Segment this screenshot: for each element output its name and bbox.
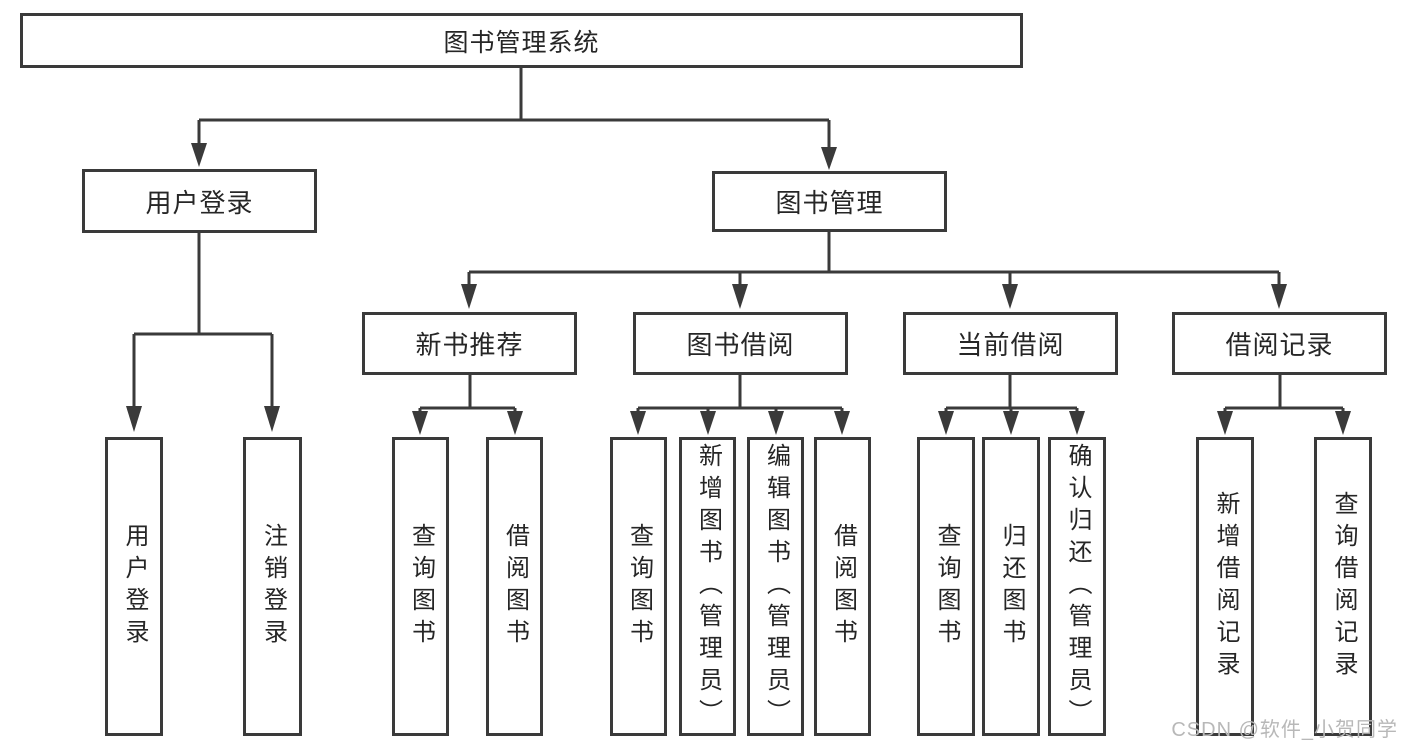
csdn-watermark: CSDN @软件_小贺同学: [1171, 719, 1398, 741]
arrowhead: [126, 406, 142, 432]
node-current-borrowing: 当前借阅: [903, 312, 1118, 375]
connector-user-login-to-children: [126, 233, 280, 432]
arrowhead: [191, 143, 207, 167]
arrowhead: [700, 411, 716, 435]
arrowhead: [412, 411, 428, 435]
node-label: 图书管理: [775, 188, 884, 218]
arrowhead: [834, 411, 850, 435]
leaf-borrow-books-borrowing: 借阅图书: [814, 437, 871, 736]
node-user-login: 用户登录: [82, 169, 317, 233]
arrowhead: [821, 147, 837, 170]
node-label: 查询图书: [407, 522, 435, 651]
node-label: 借阅图书: [829, 522, 857, 651]
arrowhead: [1003, 411, 1019, 435]
leaf-query-borrow-record: 查询借阅记录: [1314, 437, 1372, 736]
leaf-edit-books-admin: 编辑图书（管理员）: [747, 437, 804, 736]
node-label: 借阅图书: [501, 522, 529, 651]
leaf-add-borrow-record: 新增借阅记录: [1196, 437, 1254, 736]
arrowhead: [630, 411, 646, 435]
node-label: 编辑图书（管理员）: [762, 442, 790, 731]
arrowhead: [461, 284, 477, 309]
node-label: 新书推荐: [415, 330, 524, 360]
node-label: 新增图书（管理员）: [694, 442, 722, 731]
arrowhead: [938, 411, 954, 435]
arrowhead: [507, 411, 523, 435]
node-label: 借阅记录: [1225, 330, 1334, 360]
node-label: 确认归还（管理员）: [1064, 442, 1091, 731]
node-book-management: 图书管理: [712, 171, 947, 232]
connector-root-to-level2: [191, 68, 837, 170]
node-label: 查询图书: [933, 522, 960, 651]
node-label: 图书管理系统: [443, 28, 600, 57]
leaf-add-books-admin: 新增图书（管理员）: [679, 437, 736, 736]
arrowhead: [1217, 411, 1233, 435]
leaf-user-login: 用户登录: [105, 437, 163, 736]
arrowhead: [1335, 411, 1351, 435]
leaf-logout-login: 注销登录: [243, 437, 302, 736]
leaf-query-books-recommend: 查询图书: [392, 437, 449, 736]
arrowhead: [1069, 411, 1085, 435]
node-library-management-system: 图书管理系统: [20, 13, 1023, 68]
arrowhead: [732, 284, 748, 309]
arrowhead: [768, 411, 784, 435]
leaf-borrow-books-recommend: 借阅图书: [486, 437, 543, 736]
leaf-query-books-current: 查询图书: [917, 437, 975, 736]
connector-book-management-to-level3: [461, 232, 1287, 309]
node-label: 查询图书: [625, 522, 653, 651]
node-label: 新增借阅记录: [1212, 490, 1239, 683]
node-label: 归还图书: [998, 522, 1025, 651]
node-borrow-records: 借阅记录: [1172, 312, 1387, 375]
node-label: 用户登录: [145, 187, 254, 218]
connector-new-book-to-children: [412, 375, 523, 435]
arrowhead: [264, 406, 280, 432]
node-label: 图书借阅: [686, 330, 795, 360]
connector-current-borrowing-to-children: [938, 375, 1085, 435]
connector-borrow-records-to-children: [1217, 375, 1351, 435]
arrowhead: [1271, 284, 1287, 309]
node-label: 当前借阅: [956, 330, 1065, 360]
node-label: 用户登录: [121, 522, 148, 651]
arrowhead: [1002, 284, 1018, 309]
leaf-confirm-return-admin: 确认归还（管理员）: [1048, 437, 1106, 736]
connector-book-borrowing-to-children: [630, 375, 850, 435]
node-book-borrowing: 图书借阅: [633, 312, 848, 375]
leaf-query-books-borrowing: 查询图书: [610, 437, 667, 736]
leaf-return-books: 归还图书: [982, 437, 1040, 736]
node-label: 注销登录: [259, 522, 287, 651]
node-label: 查询借阅记录: [1330, 490, 1357, 683]
node-new-book-recommendation: 新书推荐: [362, 312, 577, 375]
